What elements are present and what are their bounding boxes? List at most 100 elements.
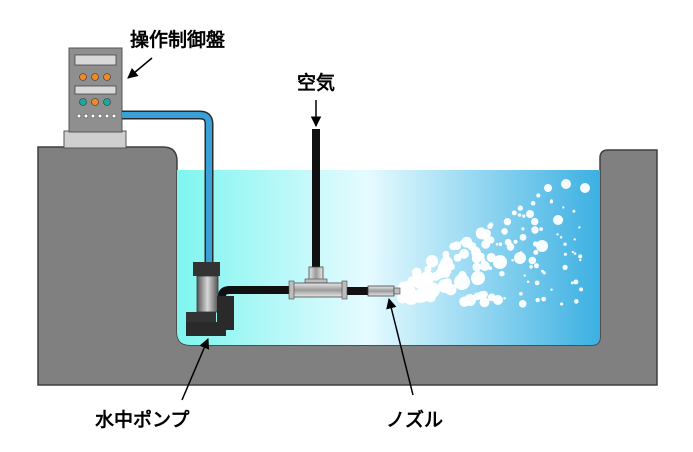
bubble [560,302,564,306]
bubble [531,227,534,231]
bubble [526,210,534,218]
bubble [534,263,539,269]
bubble [523,274,526,277]
bubble [563,252,568,256]
bubble [574,299,579,304]
bubble [425,255,439,268]
pump-arrow [181,338,210,401]
bubble [493,295,503,305]
bubble [471,253,482,264]
knob-orange [79,73,87,81]
bubble [580,183,590,193]
bubble [467,242,477,251]
knob-orange [91,73,99,81]
bubble [533,249,539,255]
water-pipe [218,286,292,300]
bubble [561,179,571,189]
bubble [539,227,543,232]
control-panel-arrow [127,57,153,79]
bubble [487,223,493,230]
bubble [481,239,491,249]
bubble [413,289,427,303]
bubble [528,256,537,265]
submersible-pump [186,262,234,336]
bubble [573,252,577,255]
bubble [535,297,540,303]
control-panel-label: 操作制御盤 [130,28,226,51]
bubble [518,300,527,308]
bubble [579,287,584,292]
bubble [459,248,469,259]
bubble [517,205,523,211]
knob-orange [103,73,111,81]
bubble [495,243,499,246]
bubble [573,279,579,285]
bubble [572,209,576,213]
bubble [424,265,432,273]
bubble [488,254,495,262]
bubble [536,240,548,252]
bubble [493,255,507,269]
bubble [562,206,565,209]
bubble [521,227,525,231]
bubble [471,271,485,285]
bubble [404,286,416,298]
bubble [526,280,530,284]
bubble [514,252,526,264]
bubble [579,258,582,262]
bubble [519,292,523,296]
bubble [570,281,574,285]
knob-teal [79,98,87,106]
bubble [501,228,508,235]
bubble [541,296,547,302]
bubble [499,271,505,277]
bubble [472,262,482,272]
bubble [549,200,554,204]
bubble [449,242,457,251]
control-panel [68,47,123,133]
bubble [519,233,527,241]
bubble [571,250,574,254]
bubble [522,214,526,218]
bubble [419,275,425,281]
bubble [415,282,422,289]
bubble [550,288,553,291]
bubble [424,282,440,298]
bubble [440,270,445,275]
bubble [438,279,452,293]
air-pipe [312,129,320,271]
bubble [479,261,490,271]
tank-body [37,146,658,386]
bubble [498,242,503,246]
bubble [503,218,512,226]
bubble [544,184,552,192]
bubble [483,292,487,296]
bubble [454,274,470,290]
nozzle-arrow [386,297,414,396]
bubble [573,238,576,241]
bubble [453,253,462,262]
air-bubbles [397,179,590,308]
bubble [504,238,512,246]
bubble [440,256,453,270]
bubble [517,213,522,217]
bubble [464,294,476,306]
pump-label: 水中ポンプ [95,408,190,431]
bubble [578,226,581,229]
bubble [556,233,559,236]
bubble [529,265,533,269]
bubble [540,269,544,273]
nozzle [367,285,401,297]
air-label: 空気 [297,71,335,94]
bubble [503,297,506,300]
bubble [559,236,563,239]
knob-teal [103,98,111,106]
bubble [534,280,540,286]
bubble [511,210,517,216]
bubble [420,271,435,285]
bubble [578,254,583,259]
bubble [536,193,541,198]
bubble [553,215,563,225]
bubble [531,217,539,226]
